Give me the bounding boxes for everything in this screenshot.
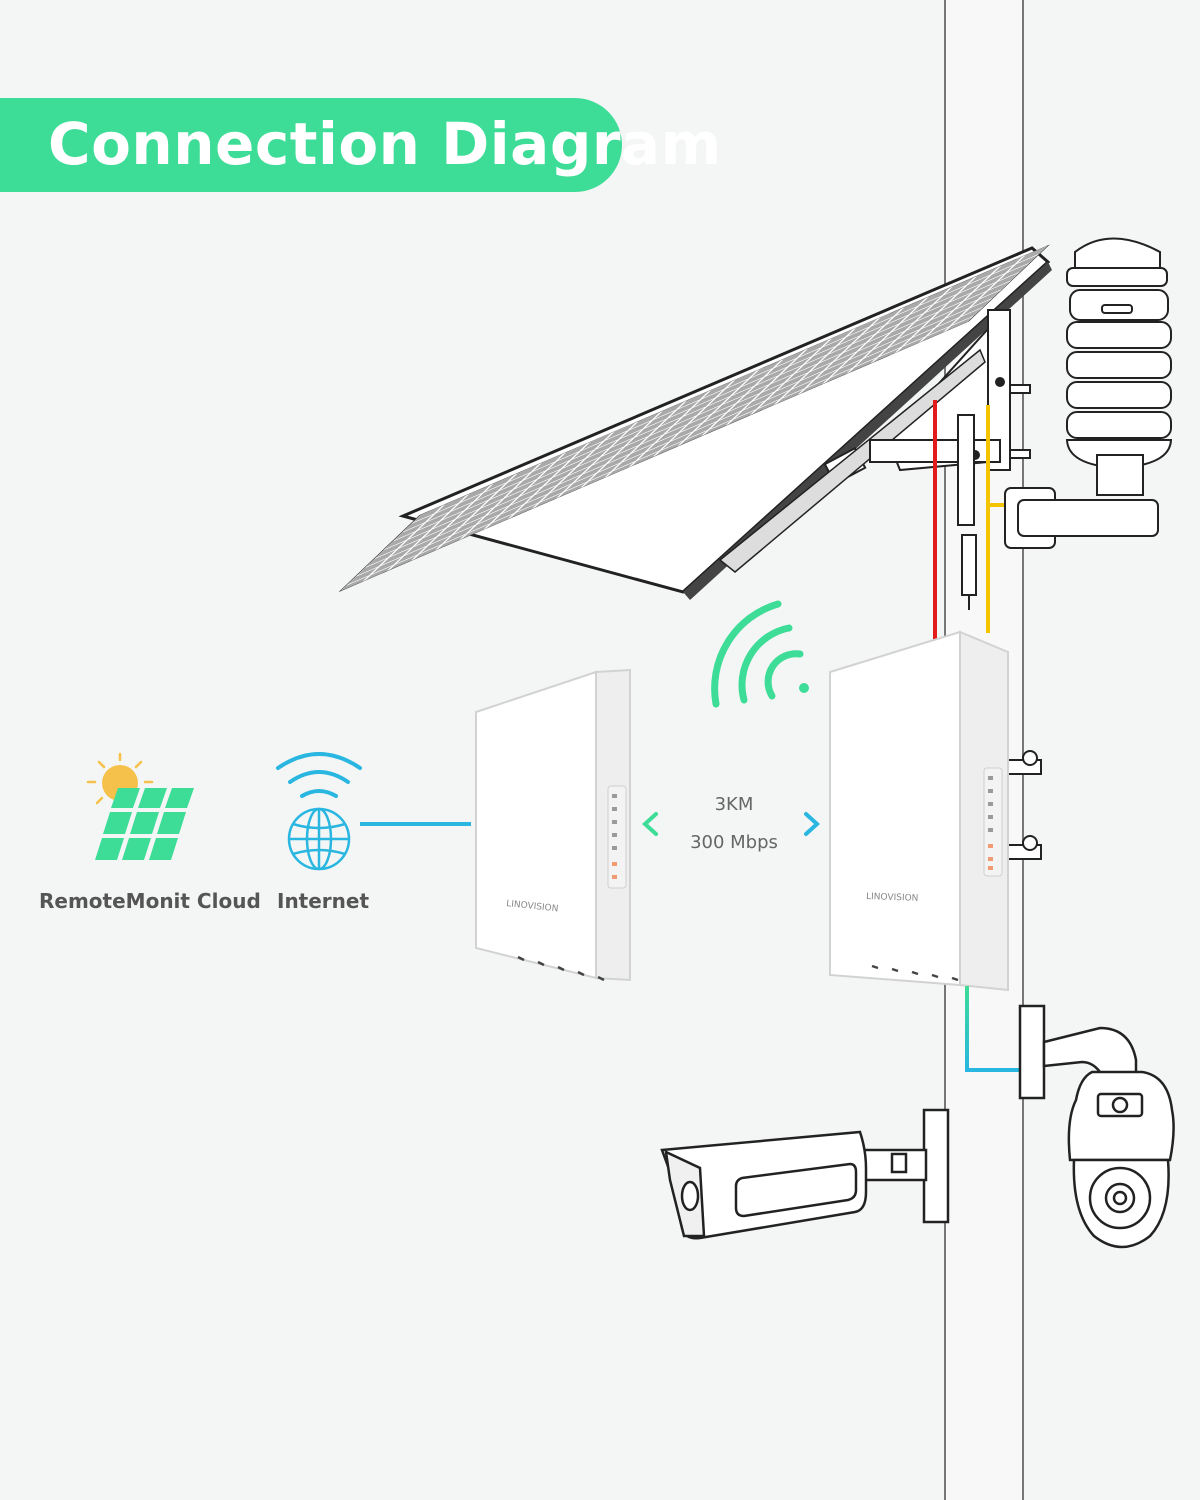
radio-unit-right [829, 630, 1009, 992]
title-banner [0, 98, 622, 192]
cloud-label: RemoteMonit Cloud [39, 889, 261, 913]
internet-label: Internet [277, 889, 370, 913]
link-speed-label: 300 Mbps [690, 832, 778, 853]
solar-panel [338, 244, 1052, 600]
link-double-arrow [642, 812, 820, 836]
cable-junction [957, 414, 977, 610]
cable-ptz-camera [965, 986, 1022, 1072]
ptz-camera [1018, 1004, 1175, 1249]
link-distance-label: 3KM [714, 794, 754, 815]
weather-station [1004, 237, 1173, 549]
brand-label-right: LINOVISION [866, 892, 919, 904]
wireless-signal-icon [711, 600, 809, 708]
cloud-solar-icon [86, 752, 194, 860]
page-title: Connection Diagram [48, 110, 722, 178]
radio-unit-left [475, 668, 631, 982]
radio-pole-clamps [1004, 750, 1042, 860]
internet-globe-icon [276, 752, 362, 871]
bullet-camera [660, 1108, 950, 1240]
